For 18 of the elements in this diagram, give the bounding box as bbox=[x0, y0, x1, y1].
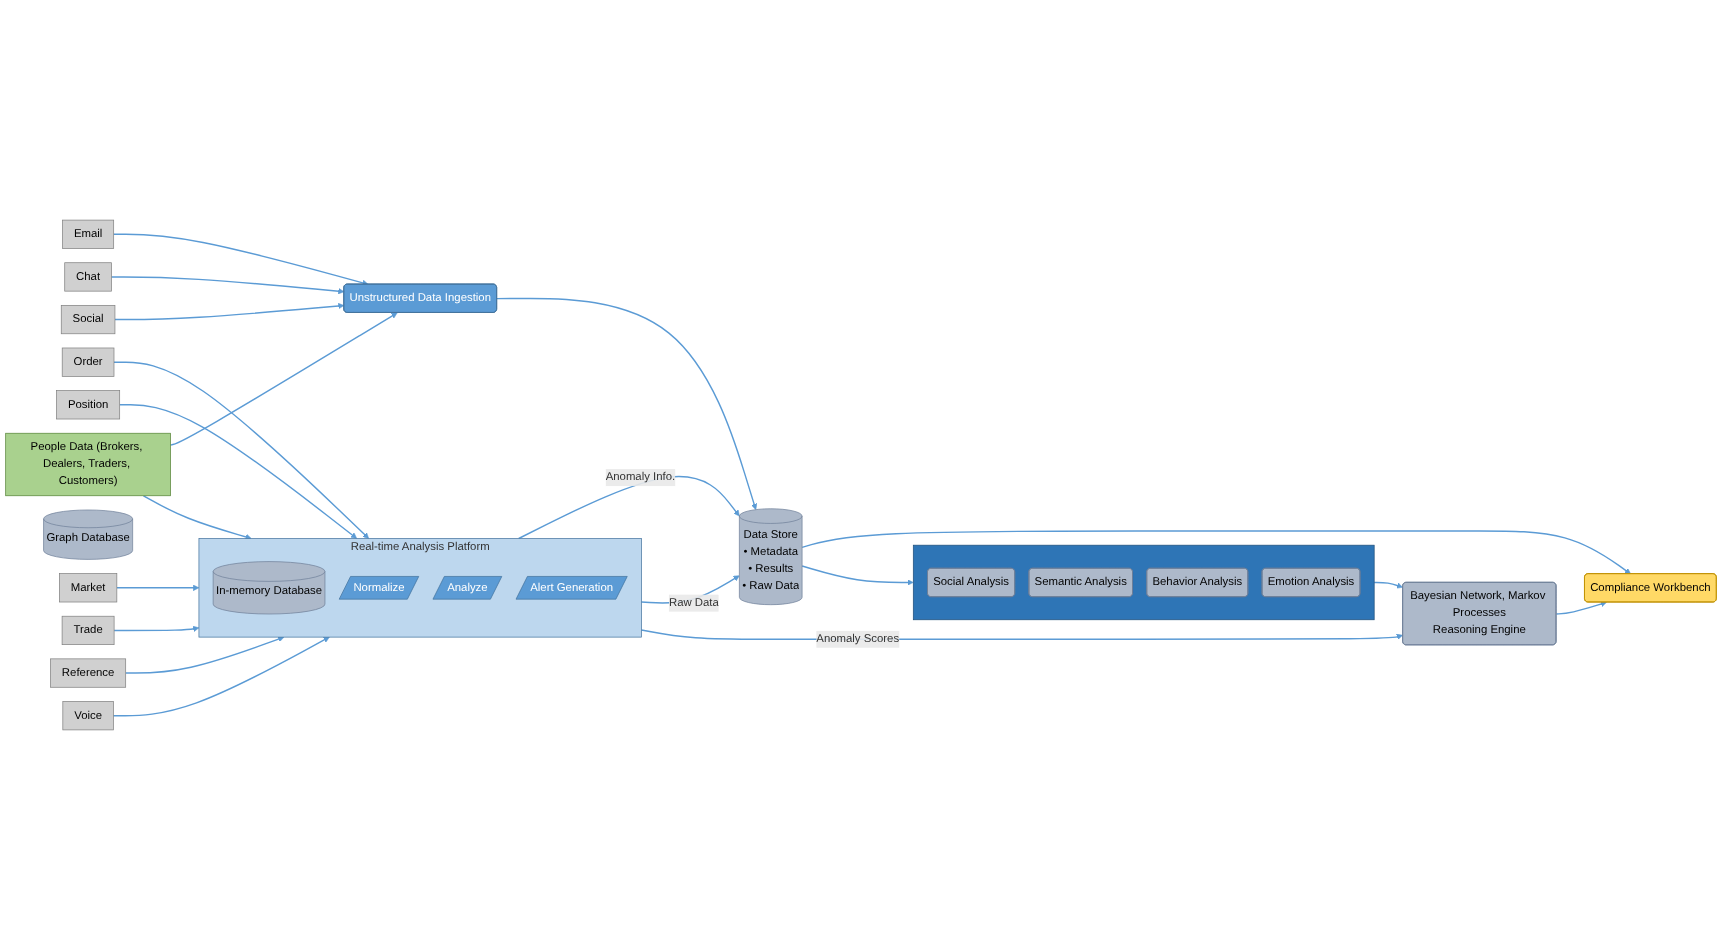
arrow bbox=[113, 625, 200, 632]
cluster bbox=[912, 544, 1375, 621]
arrow bbox=[169, 312, 398, 446]
arrow bbox=[119, 404, 358, 539]
arrow bbox=[113, 361, 369, 539]
arrow bbox=[125, 636, 285, 674]
arrow bbox=[801, 530, 1631, 575]
arrow bbox=[110, 276, 345, 295]
arrow bbox=[114, 302, 345, 321]
arrow bbox=[1555, 601, 1607, 615]
arrow bbox=[112, 636, 330, 717]
arrow bbox=[142, 495, 252, 540]
arrow bbox=[496, 297, 758, 510]
arrow bbox=[1373, 581, 1403, 589]
arrow bbox=[116, 584, 200, 591]
arrow bbox=[640, 629, 1403, 641]
arrow bbox=[801, 565, 914, 586]
arrow bbox=[112, 233, 369, 286]
